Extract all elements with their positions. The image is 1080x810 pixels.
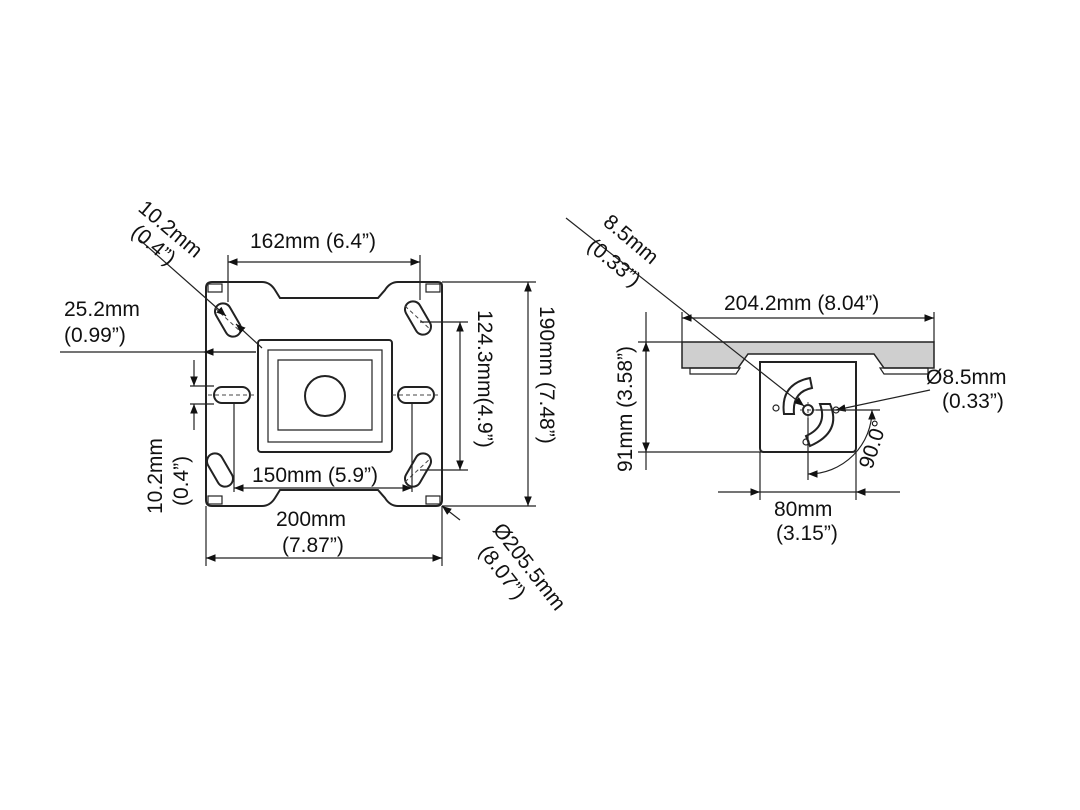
side-dimensions [565, 217, 935, 500]
side-height-label: 91mm (3.58”) [614, 346, 637, 472]
total-height-label: 190mm (7.48”) [535, 306, 558, 444]
bracket-width-inch-label: (3.15”) [776, 522, 838, 545]
center-block-face [277, 359, 373, 431]
inner-height-label: 124.3mm(4.9”) [473, 310, 496, 448]
side-slot-width-label: 10.2mm [144, 438, 167, 514]
mounting-slot-mid-right [392, 386, 440, 404]
plate-width-label: 204.2mm (8.04”) [724, 292, 879, 315]
center-hole [304, 375, 346, 417]
center-block-inner [267, 349, 383, 443]
curved-slot-top [782, 376, 814, 415]
side-top-plate [681, 341, 935, 369]
bottom-slot-spacing-label: 150mm (5.9”) [252, 464, 378, 487]
side-slot-width-inch-label: (0.4”) [170, 456, 193, 506]
mounting-slot-top-left [214, 302, 242, 338]
total-width-label: 200mm [276, 508, 346, 531]
mounting-slot-mid-left [208, 386, 256, 404]
mounting-slot-top-right [404, 300, 432, 336]
bracket-width-label: 80mm [774, 498, 832, 521]
angle-label: 90.0° [855, 418, 892, 472]
center-block-outer [257, 339, 393, 453]
front-dimensions [60, 239, 536, 566]
hole-dia-inch-label: (0.33”) [942, 390, 1004, 413]
offset-inch-label: (0.99”) [64, 324, 126, 347]
front-labels: 10.2mm (0.4”) 162mm (6.4”) 25.2mm (0.99”… [64, 196, 570, 615]
side-labels: 8.5mm (0.33”) 204.2mm (8.04”) 91mm (3.58… [583, 210, 1007, 545]
total-width-inch-label: (7.87”) [282, 534, 344, 557]
top-slot-spacing-label: 162mm (6.4”) [250, 230, 376, 253]
hole-dia-label: Ø8.5mm [926, 366, 1007, 389]
offset-label: 25.2mm [64, 298, 140, 321]
mounting-slot-bottom-left [206, 452, 234, 488]
front-plate-outline [205, 281, 443, 507]
